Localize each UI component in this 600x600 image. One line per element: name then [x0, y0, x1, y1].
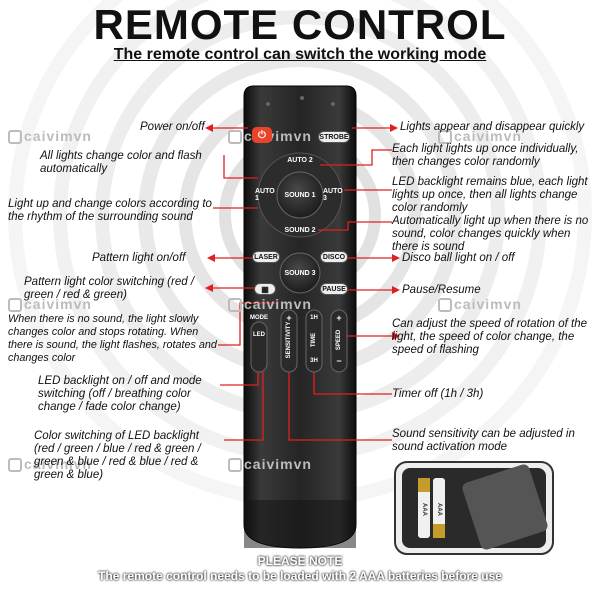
label-pause: Pause/Resume [402, 284, 481, 296]
speed-plus-button[interactable]: + [336, 313, 342, 323]
pattern-icon: ▦ [261, 284, 269, 294]
speed-minus-button[interactable]: − [336, 356, 342, 366]
sensitivity-label: SENSITIVITY [286, 321, 292, 359]
label-strobe: Lights appear and disappear quickly [400, 121, 585, 133]
label-auto3: LED backlight remains blue, each light l… [392, 176, 588, 214]
note-text: The remote control needs to be loaded wi… [98, 569, 502, 583]
pattern-color-button[interactable]: ▦ [254, 283, 276, 295]
power-button[interactable]: ⏻ [252, 127, 272, 143]
label-sound2: Automatically light up when there is no … [392, 215, 589, 253]
mode-label: MODE [250, 315, 268, 321]
watermark: caivimvn [228, 456, 312, 472]
remote-bottom-band [244, 500, 356, 548]
label-disco: Disco ball light on / off [402, 252, 515, 264]
auto2-button[interactable]: AUTO 2 [287, 156, 313, 164]
auto1-button[interactable]: AUTO 1 [255, 188, 275, 202]
pause-button[interactable]: PAUSE [320, 283, 348, 295]
label-laser: Pattern light on/off [92, 252, 186, 264]
sound1-button[interactable]: SOUND 1 [284, 191, 316, 199]
label-sound3: When there is no sound, the light slowly… [8, 313, 217, 364]
label-sensitivity: Sound sensitivity can be adjusted in sou… [392, 428, 575, 453]
watermark: caivimvn [438, 296, 522, 312]
watermark: caivimvn [438, 128, 522, 144]
sensitivity-plus-button[interactable]: + [286, 313, 292, 323]
strobe-button[interactable]: STROBE [318, 131, 350, 143]
battery-label: AAA [421, 502, 427, 516]
speed-label: SPEED [336, 329, 342, 351]
sound3-button[interactable]: SOUND 3 [284, 269, 316, 277]
watermark: caivimvn [8, 296, 92, 312]
sound2-button[interactable]: SOUND 2 [284, 226, 316, 234]
label-auto2: Each light lights up once individually, … [392, 143, 579, 168]
sound1-button-shape [276, 171, 324, 219]
watermark: caivimvn [8, 456, 92, 472]
watermark: caivimvn [228, 296, 312, 312]
label-power: Power on/off [140, 121, 205, 133]
label-timer: Timer off (1h / 3h) [392, 388, 484, 400]
laser-button[interactable]: LASER [252, 251, 280, 263]
label-mode: LED backlight on / off and mode switchin… [38, 375, 202, 413]
callout-lines [213, 127, 392, 441]
label-sound1: Light up and change colors according to … [8, 198, 212, 223]
sound3-button-shape [279, 252, 321, 294]
label-pattern-color: Pattern light color switching (red / gre… [24, 276, 195, 301]
led-button[interactable]: LED [253, 332, 265, 338]
page-title: REMOTE CONTROL [93, 1, 507, 48]
label-speed: Can adjust the speed of rotation of the … [392, 318, 587, 356]
time-label: TIME [311, 332, 317, 348]
label-auto1: All lights change color and flash automa… [40, 150, 202, 175]
disco-button[interactable]: DISCO [320, 251, 348, 263]
watermark: caivimvn [8, 128, 92, 144]
timer-1h-button[interactable]: 1H [310, 315, 318, 321]
note-title: PLEASE NOTE [257, 554, 343, 568]
auto3-button[interactable]: AUTO 3 [323, 188, 343, 202]
timer-3h-button[interactable]: 3H [310, 358, 318, 364]
label-led: Color switching of LED backlight (red / … [34, 430, 201, 481]
battery-label: AAA [436, 502, 442, 516]
page-subtitle: The remote control can switch the workin… [113, 46, 487, 63]
battery-compartment-inset [394, 461, 554, 555]
